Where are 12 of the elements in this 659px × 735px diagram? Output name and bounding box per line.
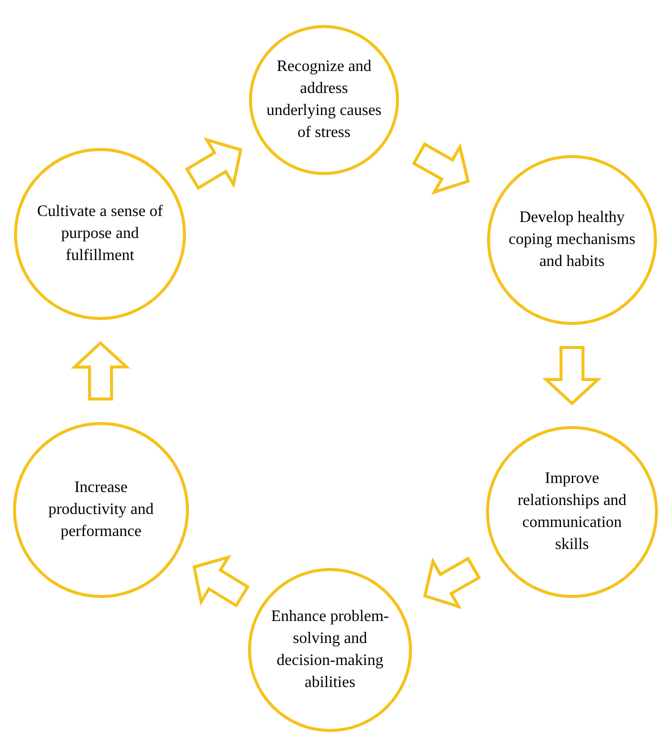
step-text: Increase productivity and performance — [47, 478, 155, 542]
block-arrow — [412, 142, 470, 195]
step-text: Cultivate a sense of purpose and fulfillment — [36, 202, 164, 266]
step-text: Develop healthy coping mechanisms and habits — [508, 208, 636, 272]
block-arrow — [542, 346, 602, 406]
block-arrow — [70, 340, 130, 400]
block-arrow — [423, 556, 482, 610]
step-text: Enhance problem-solving and decision-making abilities — [270, 607, 390, 693]
step-text: Improve relationships and communication skills — [516, 469, 628, 555]
block-arrow — [192, 554, 250, 608]
block-arrow — [184, 137, 242, 190]
step-text: Recognize and address underlying causes of stress — [265, 57, 383, 143]
